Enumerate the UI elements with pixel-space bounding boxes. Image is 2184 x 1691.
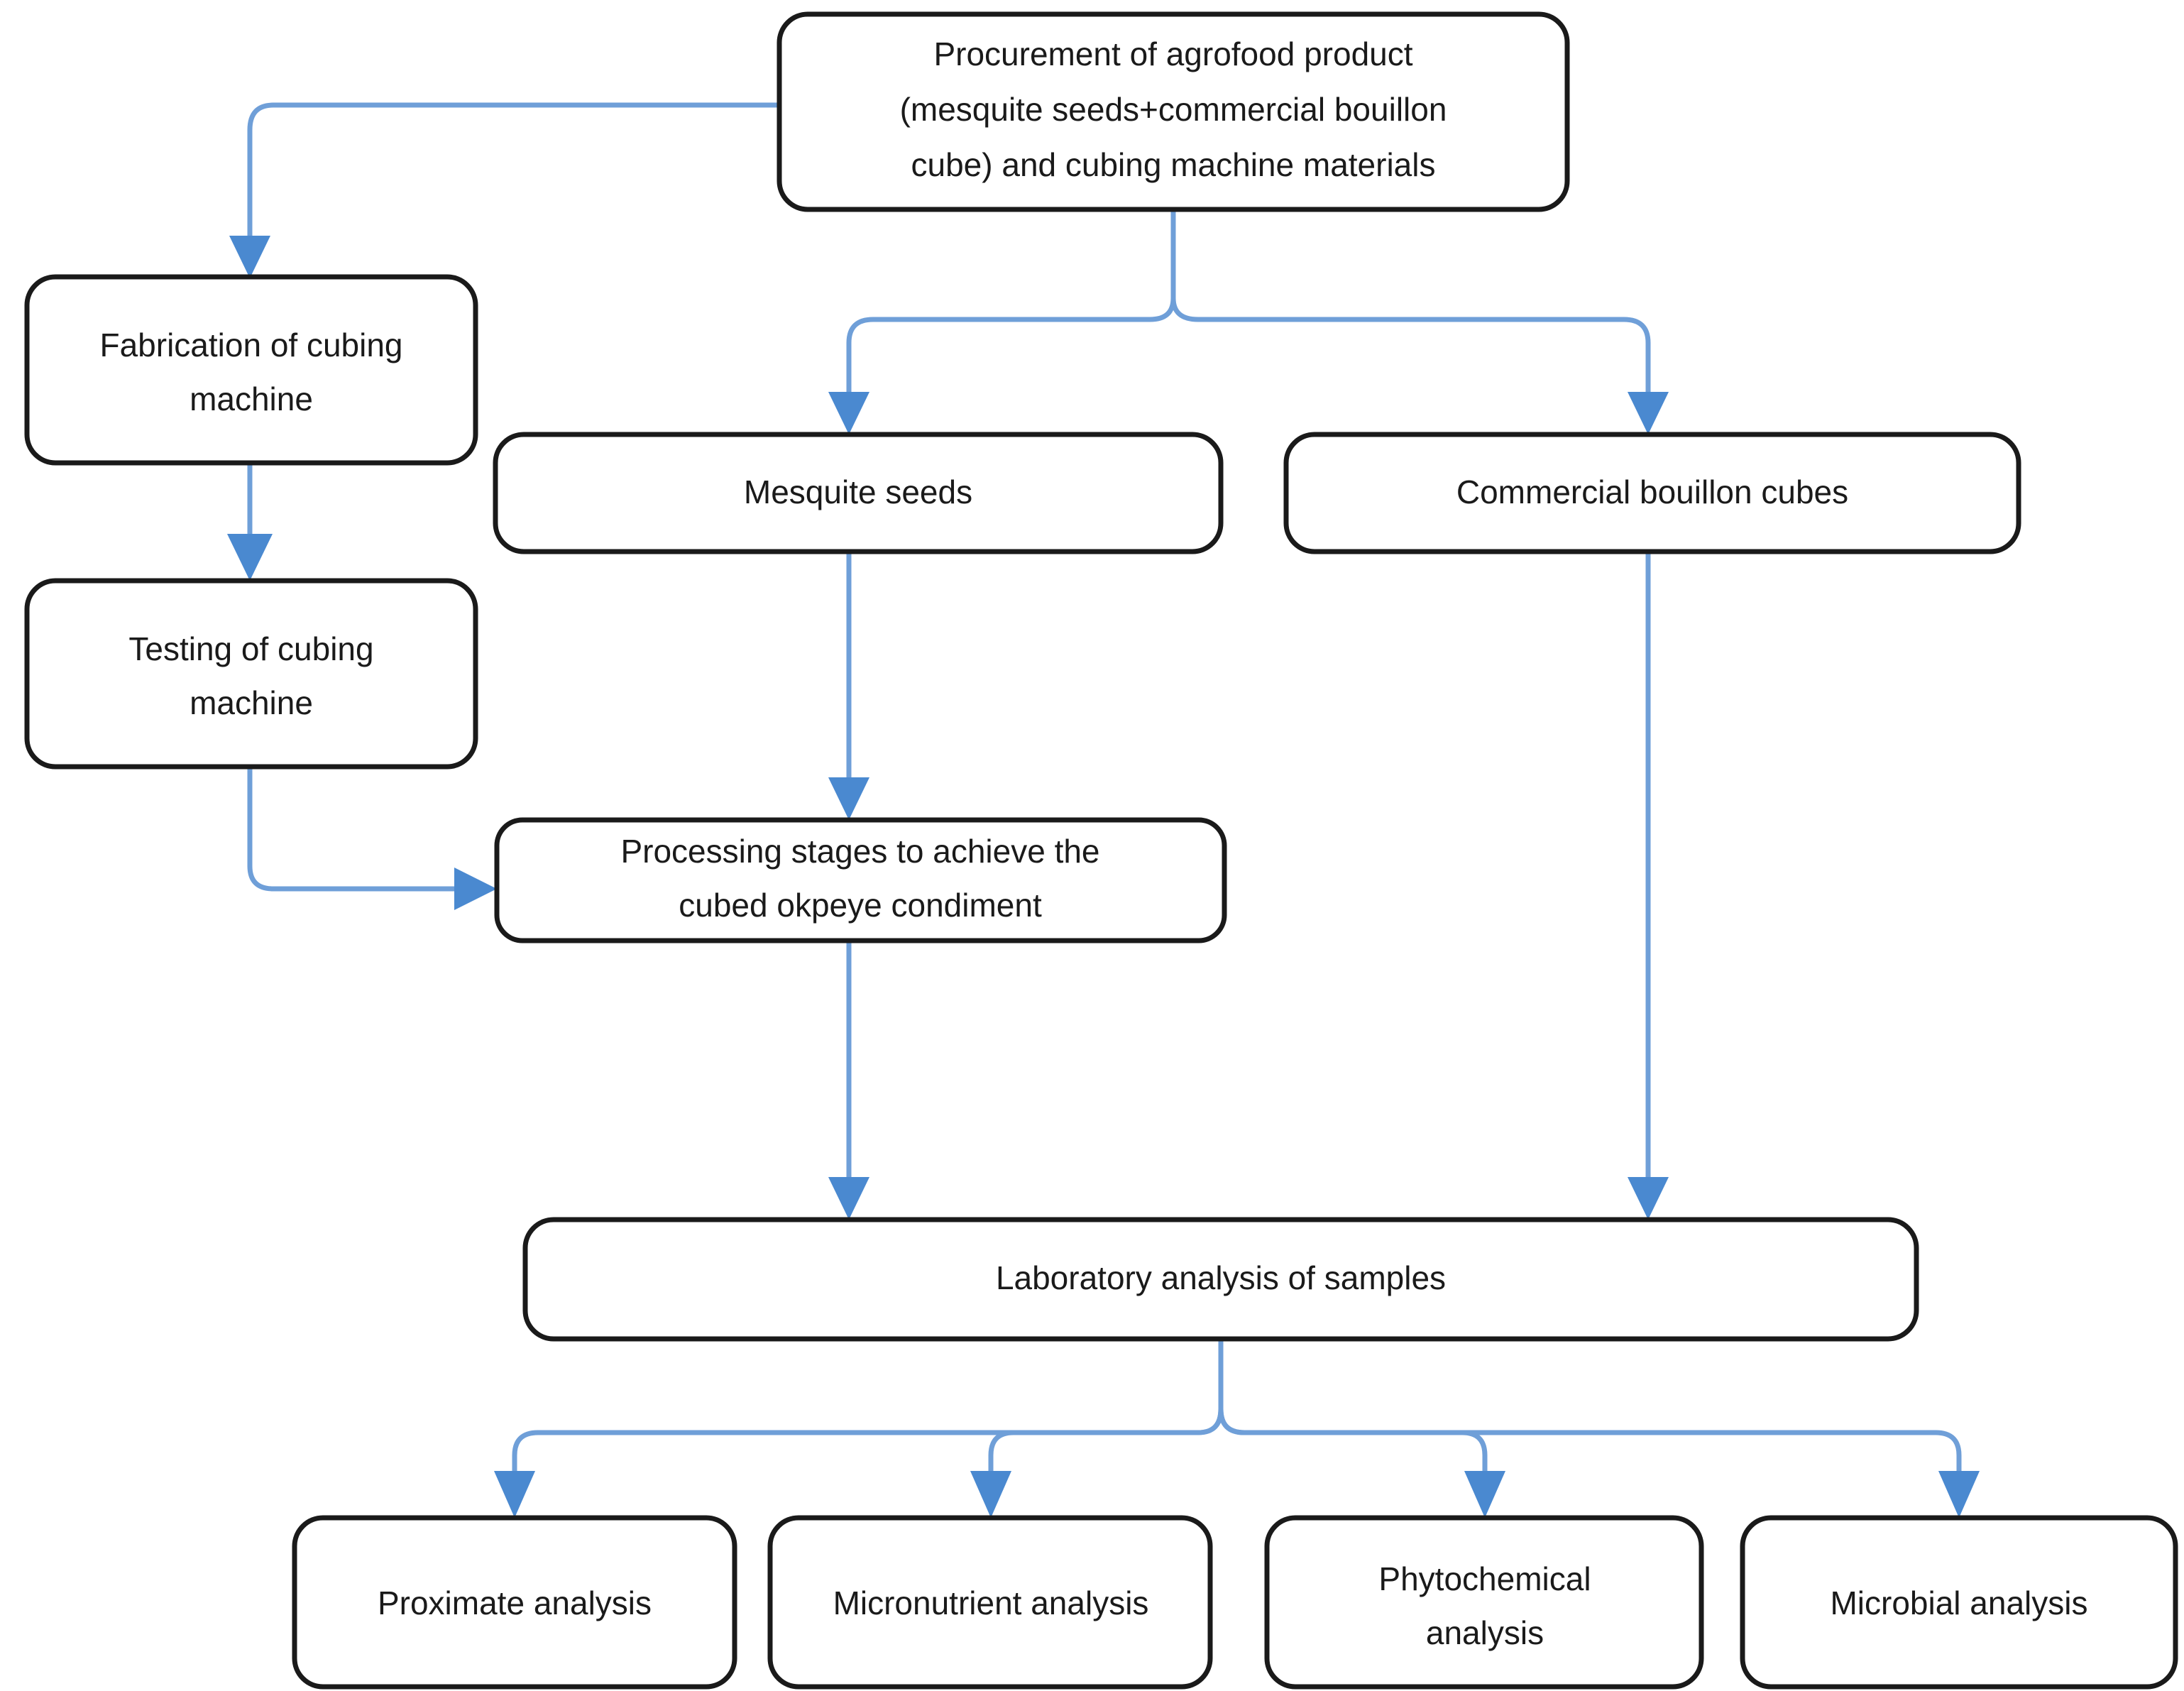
node-micronutrient-analysis[interactable]: Micronutrient analysis: [767, 1515, 1213, 1690]
node-shape[interactable]: [292, 1515, 737, 1690]
edge-bouillon-to-laboratory: [1628, 552, 1669, 1220]
edge-path: [512, 1408, 1224, 1478]
node-label-line: machine: [190, 684, 313, 721]
edge-path: [1218, 1408, 1488, 1478]
node-label-line: Mesquite seeds: [744, 474, 972, 510]
node-procurement[interactable]: Procurement of agrofood product (mesquit…: [777, 11, 1570, 212]
arrow-head-icon: [227, 534, 273, 581]
node-shape[interactable]: [522, 1217, 1919, 1342]
node-shape[interactable]: [777, 11, 1570, 212]
node-mesquite-seeds[interactable]: Mesquite seeds: [493, 432, 1224, 554]
node-label-line: (mesquite seeds+commercial bouillon: [900, 91, 1447, 128]
node-microbial-analysis[interactable]: Microbial analysis: [1740, 1515, 2178, 1690]
node-label-line: cubed okpeye condiment: [679, 887, 1042, 924]
edge-path: [846, 297, 1176, 405]
node-label-line: Microbial analysis: [1830, 1585, 2087, 1621]
node-fabrication[interactable]: Fabrication of cubing machine: [24, 274, 478, 466]
edge-procurement-to-fabrication: [229, 102, 779, 278]
node-bouillon-cubes[interactable]: Commercial bouillon cubes: [1283, 432, 2021, 554]
node-label-line: Processing stages to achieve the: [620, 833, 1099, 870]
node-shape[interactable]: [1740, 1515, 2178, 1690]
edge-laboratory-fanout: [494, 1339, 1980, 1518]
edge-mesquite-to-processing: [828, 552, 869, 820]
edge-path: [1170, 297, 1651, 405]
arrow-head-icon: [494, 1471, 535, 1518]
node-label-line: Testing of cubing: [128, 630, 373, 667]
arrow-head-icon: [1628, 392, 1669, 434]
arrow-head-icon: [828, 777, 869, 820]
node-label-line: Fabrication of cubing: [99, 327, 402, 363]
node-proximate-analysis[interactable]: Proximate analysis: [292, 1515, 737, 1690]
node-layer: Procurement of agrofood product (mesquit…: [24, 11, 2178, 1690]
node-laboratory-analysis[interactable]: Laboratory analysis of samples: [522, 1217, 1919, 1342]
node-shape[interactable]: [1283, 432, 2021, 554]
node-testing[interactable]: Testing of cubing machine: [24, 578, 478, 770]
node-label-line: Micronutrient analysis: [833, 1585, 1149, 1621]
edge-path: [247, 102, 779, 250]
arrow-head-icon: [828, 392, 869, 434]
node-label-line: cube) and cubing machine materials: [911, 146, 1436, 183]
node-shape[interactable]: [1264, 1515, 1704, 1690]
node-label-line: Commercial bouillon cubes: [1456, 474, 1848, 510]
node-label-line: Proximate analysis: [378, 1585, 652, 1621]
node-shape[interactable]: [494, 817, 1227, 943]
arrow-head-icon: [454, 868, 497, 910]
node-label-line: Phytochemical: [1378, 1560, 1591, 1597]
arrow-head-icon: [229, 236, 270, 278]
node-label-line: Laboratory analysis of samples: [996, 1259, 1446, 1296]
edge-fabrication-to-testing: [227, 463, 273, 581]
node-label-line: machine: [190, 381, 313, 417]
node-shape[interactable]: [767, 1515, 1213, 1690]
arrow-head-icon: [1938, 1471, 1980, 1518]
node-phytochemical-analysis[interactable]: Phytochemical analysis: [1264, 1515, 1704, 1690]
edge-layer: [227, 102, 1980, 1518]
node-label-line: Procurement of agrofood product: [933, 35, 1412, 72]
arrow-head-icon: [970, 1471, 1011, 1518]
edge-path: [247, 767, 460, 892]
arrow-head-icon: [1628, 1177, 1669, 1220]
arrow-head-icon: [828, 1177, 869, 1220]
edge-testing-to-processing: [247, 767, 497, 910]
node-label-line: analysis: [1426, 1614, 1544, 1651]
arrow-head-icon: [1464, 1471, 1505, 1518]
edge-path: [1218, 1408, 1962, 1478]
edge-procurement-split-bus: [828, 209, 1669, 434]
node-processing-stages[interactable]: Processing stages to achieve the cubed o…: [494, 817, 1227, 943]
node-shape[interactable]: [493, 432, 1224, 554]
edge-processing-to-laboratory: [828, 941, 869, 1220]
node-shape[interactable]: [24, 578, 478, 770]
node-shape[interactable]: [24, 274, 478, 466]
edge-path: [988, 1408, 1224, 1478]
